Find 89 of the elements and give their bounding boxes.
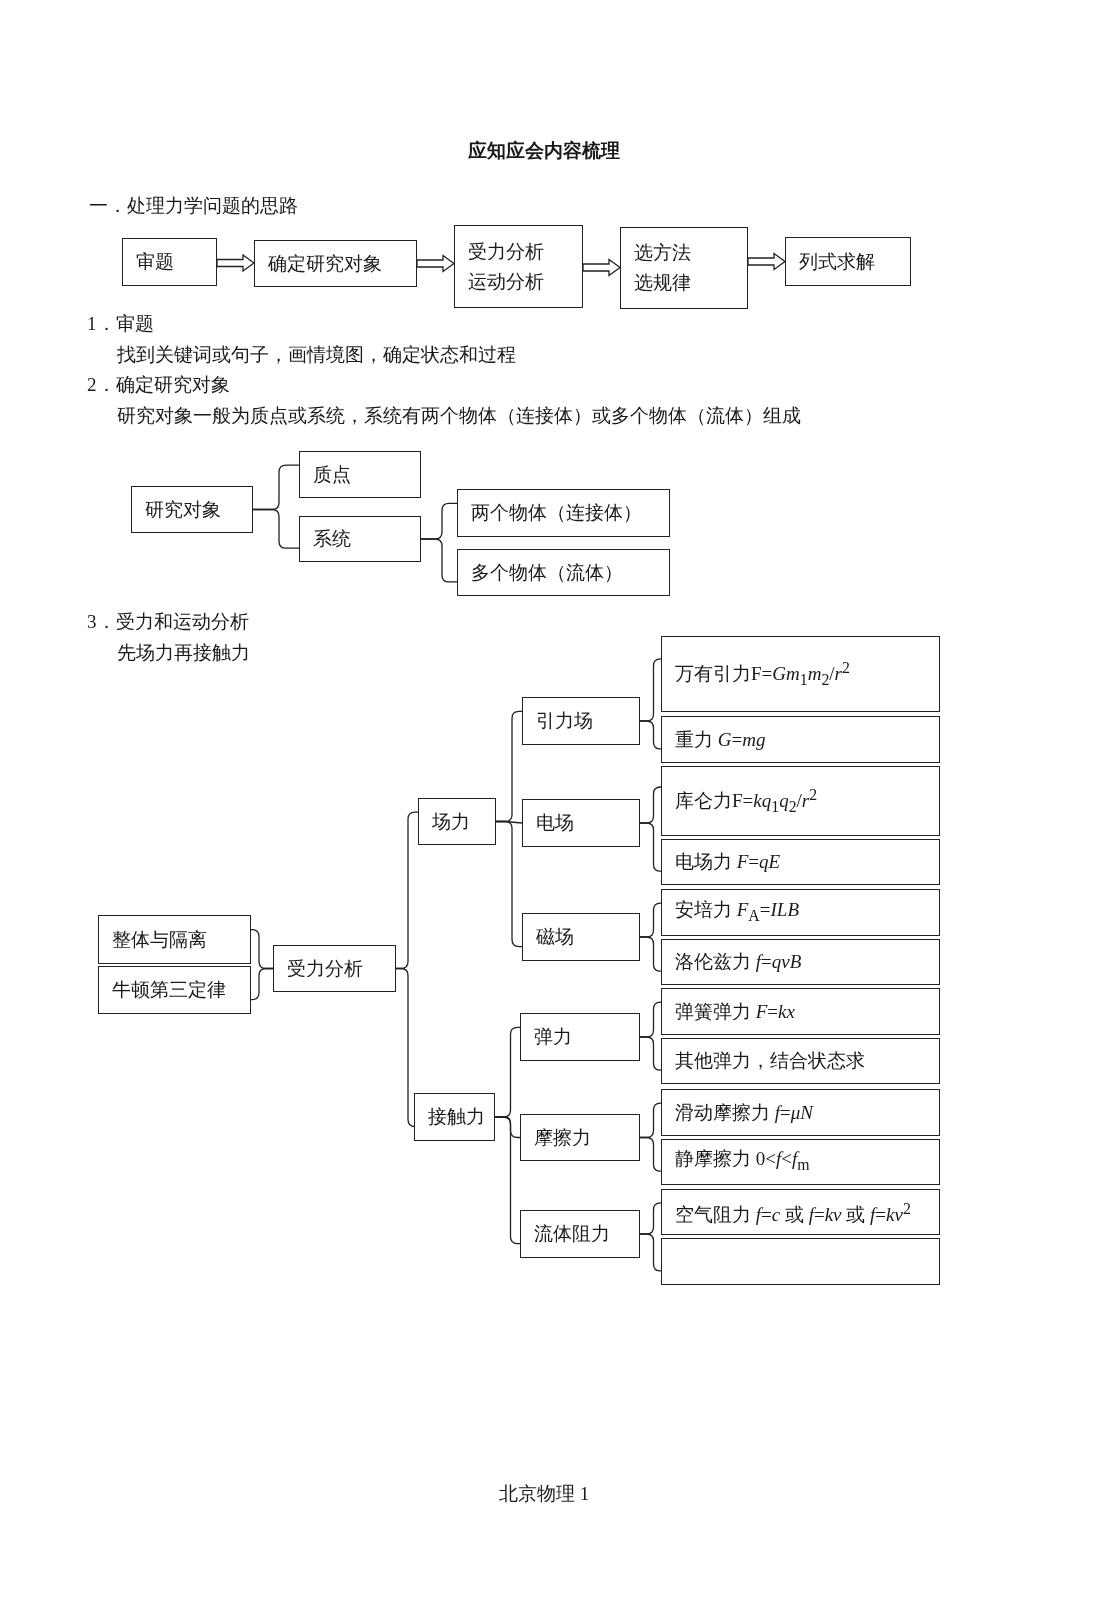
force-label: 洛伦兹力 f=qvB — [675, 950, 802, 974]
step-heading: 2．确定研究对象 — [87, 373, 230, 397]
block-arrow — [747, 252, 787, 271]
force-label: 安培力 F$_{A}$=ILB — [675, 897, 799, 926]
category-box — [457, 489, 670, 537]
force-label: 其他弹力，结合状态求 — [675, 1049, 865, 1073]
step-label: 确定研究对象 — [268, 251, 382, 276]
force-box — [661, 766, 940, 836]
category-label: 摩擦力 — [534, 1125, 591, 1150]
page-footer: 北京物理 1 — [499, 1482, 590, 1506]
category-box — [131, 486, 253, 533]
step-text: 先场力再接触力 — [117, 641, 250, 665]
step-label: 受力分析 — [468, 239, 544, 264]
step-label: 列式求解 — [799, 249, 875, 274]
category-label: 质点 — [313, 462, 351, 487]
force-box — [661, 1139, 940, 1185]
category-label: 系统 — [313, 527, 351, 551]
step-box — [785, 237, 911, 286]
category-label: 两个物体（连接体） — [471, 501, 642, 525]
category-box — [418, 798, 496, 845]
brace-connector — [494, 1116, 521, 1245]
category-box — [98, 966, 251, 1014]
force-label: 库仑力F=kq$_{1}$q$_{2}$/r$^{2}$ — [675, 784, 818, 818]
category-box — [299, 516, 421, 562]
category-label: 场力 — [432, 809, 470, 834]
brace-connector — [639, 1036, 662, 1071]
force-box — [661, 889, 940, 936]
category-label: 流体阻力 — [534, 1222, 610, 1246]
force-box — [661, 839, 940, 885]
brace-connector — [639, 936, 662, 972]
force-label: 电场力 F=qE — [675, 850, 781, 874]
step-box — [454, 225, 583, 308]
force-box — [661, 988, 940, 1035]
force-label: 万有引力F=Gm$_{1}$m$_{2}$/r$^{2}$ — [675, 657, 850, 691]
brace-connector — [395, 967, 416, 1128]
step-box — [254, 240, 417, 287]
category-box — [522, 799, 640, 847]
force-label: 弹簧弹力 F=kx — [675, 999, 795, 1024]
category-box — [520, 1114, 640, 1161]
force-label: 静摩擦力 0<f<f$_{m}$ — [675, 1147, 810, 1175]
step-heading: 1．审题 — [87, 312, 154, 336]
category-label: 接触力 — [428, 1105, 485, 1129]
brace-connector — [639, 1136, 662, 1172]
empty-box — [661, 1238, 940, 1285]
step-label: 运动分析 — [468, 269, 544, 294]
force-box — [661, 636, 940, 712]
brace-connector — [639, 720, 662, 750]
page-title: 应知应会内容梳理 — [468, 139, 620, 163]
category-box — [273, 945, 396, 992]
block-arrow — [216, 253, 256, 273]
category-box — [520, 1210, 640, 1258]
step-label: 选规律 — [634, 271, 691, 295]
category-box — [522, 913, 640, 961]
category-label: 研究对象 — [145, 497, 221, 522]
category-box — [98, 915, 251, 964]
step-label: 选方法 — [634, 241, 691, 265]
step-box — [122, 238, 217, 286]
category-box — [520, 1013, 640, 1061]
force-box — [661, 1038, 940, 1084]
section-heading: 一．处理力学问题的思路 — [89, 194, 298, 218]
force-box — [661, 1089, 940, 1136]
step-text: 找到关键词或句子，画情境图，确定状态和过程 — [117, 343, 516, 367]
step-text: 研究对象一般为质点或系统，系统有两个物体（连接体）或多个物体（流体）组成 — [117, 404, 801, 428]
brace-connector — [639, 822, 662, 872]
force-box — [661, 939, 940, 985]
category-label: 整体与隔离 — [112, 927, 207, 952]
force-label: 滑动摩擦力 f=μN — [675, 1100, 813, 1125]
force-label: 重力 G=mg — [675, 727, 766, 752]
category-label: 磁场 — [536, 925, 574, 949]
category-label: 引力场 — [536, 709, 593, 733]
category-box — [299, 451, 421, 498]
force-box — [661, 716, 940, 763]
category-label: 电场 — [536, 811, 574, 835]
step-label: 审题 — [136, 250, 174, 274]
category-label: 弹力 — [534, 1025, 572, 1049]
category-label: 多个物体（流体） — [471, 560, 623, 585]
block-arrow — [582, 258, 622, 277]
category-box — [522, 697, 640, 745]
force-box — [661, 1189, 940, 1235]
category-box — [457, 549, 670, 596]
category-box — [414, 1093, 495, 1141]
brace-connector — [639, 1233, 662, 1272]
block-arrow — [416, 254, 456, 273]
category-label: 受力分析 — [287, 956, 363, 981]
category-label: 牛顿第三定律 — [112, 978, 226, 1002]
step-heading: 3．受力和运动分析 — [87, 610, 249, 634]
force-label: 空气阻力 f=c 或 f=kv 或 f=kv$^{2}$ — [675, 1198, 911, 1228]
step-box — [620, 227, 748, 309]
brace-connector — [250, 967, 274, 1001]
